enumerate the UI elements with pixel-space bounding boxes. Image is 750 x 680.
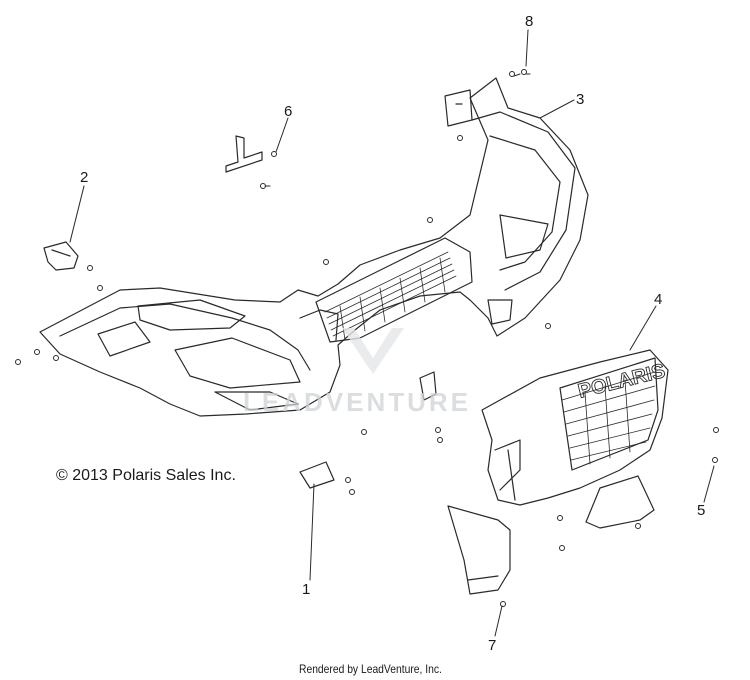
watermark-text: LEADVENTURE: [243, 387, 472, 417]
leader-7: [494, 605, 503, 637]
callout-5[interactable]: 5: [697, 502, 706, 519]
leader-8: [525, 29, 529, 67]
leader-4: [629, 305, 657, 351]
leader-6: [275, 117, 289, 153]
callout-1[interactable]: 1: [302, 581, 311, 598]
leader-lines: [69, 29, 715, 637]
callout-8[interactable]: 8: [525, 13, 534, 30]
leader-2: [69, 185, 85, 243]
watermark-logo-icon: [342, 328, 404, 374]
callout-7[interactable]: 7: [488, 637, 497, 654]
bracket-6: [225, 135, 263, 173]
bracket-1: [299, 461, 335, 489]
grille-logo-text: POLARIS: [576, 360, 668, 403]
grille-panel: [447, 349, 669, 595]
bracket-center: [419, 371, 437, 401]
leader-1: [309, 483, 315, 581]
fasteners: [15, 69, 719, 607]
leader-5: [703, 465, 715, 503]
callout-3[interactable]: 3: [576, 91, 585, 108]
front-bumper-frame: [39, 77, 589, 417]
bracket-2: [43, 241, 79, 271]
callout-4[interactable]: 4: [654, 291, 663, 308]
copyright-text: © 2013 Polaris Sales Inc.: [56, 467, 236, 484]
leader-3: [539, 99, 575, 119]
callout-2[interactable]: 2: [80, 169, 89, 186]
footer-rendered-by: Rendered by LeadVenture, Inc.: [299, 662, 442, 676]
callout-6[interactable]: 6: [284, 103, 293, 120]
